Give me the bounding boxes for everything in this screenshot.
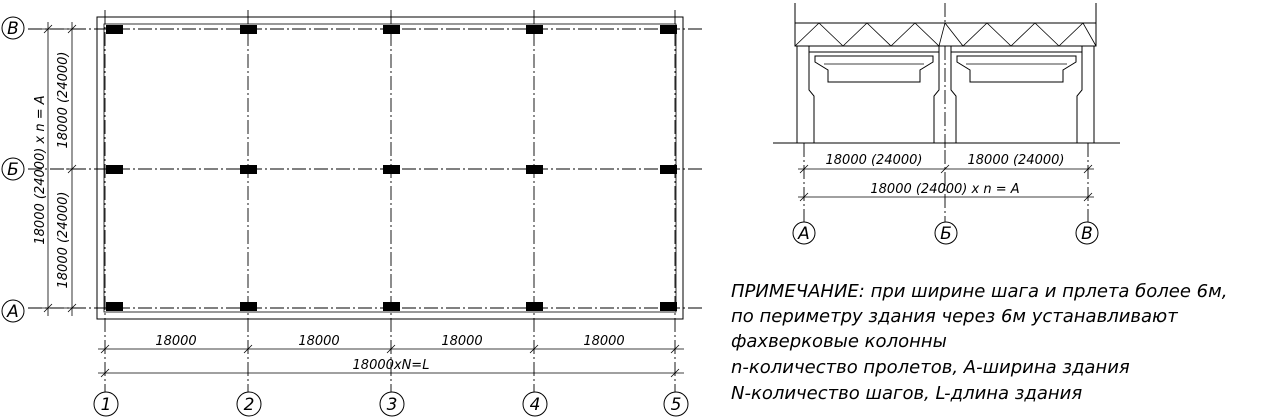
- columns: [106, 25, 677, 311]
- bay-dim-label-3: 18000: [441, 334, 482, 349]
- column: [383, 165, 400, 174]
- column: [106, 25, 123, 34]
- section-span-label-2: 18000 (24000): [968, 153, 1065, 168]
- svg-text:А: А: [797, 224, 810, 244]
- section-span-label-1: 18000 (24000): [826, 153, 923, 168]
- width-dim-label: 18000 (24000) x n = A: [33, 95, 48, 244]
- svg-text:Б: Б: [940, 224, 952, 244]
- plan-bottom-dimensions: 18000 18000 18000 18000 18000xN=L: [98, 334, 684, 378]
- column: [106, 302, 123, 311]
- building-section: 18000 (24000) 18000 (24000) 18000 (24000…: [773, 3, 1120, 245]
- section-axis-bubble-A: А: [792, 221, 816, 245]
- svg-text:А: А: [6, 302, 19, 322]
- plan-left-dimensions: 18000 (24000) x n = A 18000 (24000) 1800…: [33, 22, 78, 316]
- truss-web: [794, 22, 1097, 47]
- column: [106, 165, 123, 174]
- section-axis-bubble-V: В: [1075, 221, 1099, 245]
- column: [526, 302, 543, 311]
- note-line-1: ПРИМЕЧАНИЕ: при ширине шага и прлета бол…: [731, 281, 1227, 302]
- column: [240, 165, 257, 174]
- span-dim-label-top: 18000 (24000): [56, 52, 71, 149]
- column: [240, 302, 257, 311]
- section-axis-bubble-B: Б: [934, 221, 958, 245]
- axis-bubble-V: В: [1, 16, 25, 40]
- axis-bubble-B: Б: [1, 157, 25, 181]
- column: [383, 302, 400, 311]
- length-dim-label: 18000xN=L: [353, 358, 430, 373]
- note-block: ПРИМЕЧАНИЕ: при ширине шага и прлета бол…: [731, 281, 1227, 404]
- note-line-3: фахверковые колонны: [731, 331, 947, 352]
- span-dim-label-bottom: 18000 (24000): [56, 192, 71, 289]
- plan-outer-wall: [96, 16, 684, 320]
- section-width-label: 18000 (24000) x n = A: [870, 182, 1019, 197]
- crane-beam-right: [950, 51, 1083, 83]
- svg-text:2: 2: [244, 395, 255, 415]
- section-column-left: [796, 46, 815, 143]
- column: [660, 302, 677, 311]
- note-line-4: n-количество пролетов, А-ширина здания: [731, 357, 1130, 378]
- svg-text:В: В: [7, 19, 19, 39]
- axis-bubble-3: 3: [379, 391, 405, 417]
- svg-text:4: 4: [530, 395, 541, 415]
- bay-dim-label-4: 18000: [583, 334, 624, 349]
- bay-dim-label-2: 18000: [298, 334, 339, 349]
- axis-bubble-1: 1: [93, 391, 119, 417]
- note-line-5: N-количество шагов, L-длина здания: [731, 383, 1082, 404]
- axis-bubble-5: 5: [663, 391, 689, 417]
- svg-text:3: 3: [387, 395, 398, 415]
- svg-text:Б: Б: [7, 160, 19, 180]
- column: [660, 165, 677, 174]
- column: [526, 165, 543, 174]
- column: [383, 25, 400, 34]
- svg-text:5: 5: [671, 395, 682, 415]
- axis-bubble-2: 2: [236, 391, 262, 417]
- building-plan: В Б А 1 2 3 4 5: [1, 10, 705, 417]
- roof-truss-band: [794, 22, 1097, 47]
- section-column-right: [1076, 46, 1095, 143]
- axis-bubble-A: А: [1, 299, 25, 323]
- bay-dim-label-1: 18000: [155, 334, 196, 349]
- note-line-2: по периметру здания через 6м устанавлива…: [731, 306, 1178, 327]
- svg-text:1: 1: [101, 395, 112, 415]
- crane-beam-left: [808, 51, 940, 83]
- axis-bubble-4: 4: [522, 391, 548, 417]
- column: [240, 25, 257, 34]
- column: [526, 25, 543, 34]
- svg-text:В: В: [1081, 224, 1093, 244]
- column: [660, 25, 677, 34]
